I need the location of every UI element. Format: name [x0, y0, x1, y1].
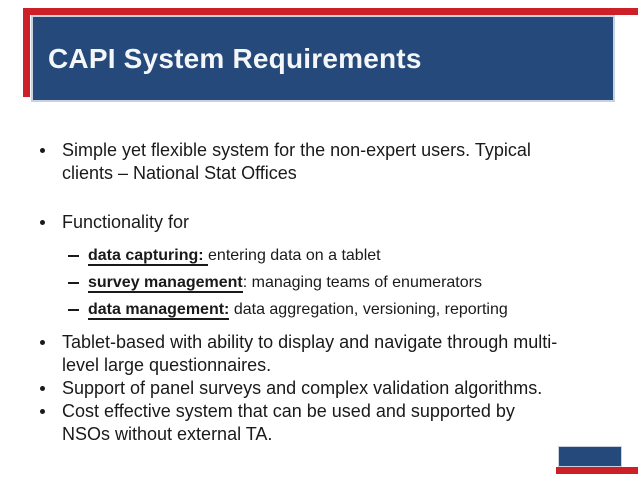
bullet-line: Cost effective system that can be used a…	[62, 401, 515, 421]
bullet-line: clients – National Stat Offices	[62, 163, 297, 183]
bullet-line: Simple yet flexible system for the non-e…	[62, 140, 531, 160]
bullet-dot-icon	[40, 340, 45, 345]
sub-bullet-description: data aggregation, versioning, reporting	[229, 301, 508, 318]
sub-bullet-term: survey management	[88, 274, 243, 293]
dash-icon	[68, 309, 79, 311]
page-title: CAPI System Requirements	[48, 42, 422, 74]
sub-bullet-item: data management: data aggregation, versi…	[38, 296, 616, 323]
sub-bullet-list: data capturing: entering data on a table…	[38, 242, 616, 323]
bottom-right-accent-bar	[556, 467, 638, 474]
sub-bullet-item: survey management: managing teams of enu…	[38, 269, 616, 296]
bullet-item: Functionality for	[38, 211, 616, 234]
sub-bullet-term: data management:	[88, 301, 230, 320]
title-banner: CAPI System Requirements	[31, 15, 615, 102]
bullet-line: NSOs without external TA.	[62, 424, 273, 444]
left-accent-bar	[23, 8, 30, 97]
bottom-right-brand-box	[558, 446, 622, 467]
slide-body: Simple yet flexible system for the non-e…	[38, 139, 616, 446]
bullet-dot-icon	[40, 386, 45, 391]
top-accent-bar	[30, 8, 638, 15]
bullet-item: Support of panel surveys and complex val…	[38, 377, 616, 400]
dash-icon	[68, 255, 79, 257]
dash-icon	[68, 282, 79, 284]
bullet-item: Simple yet flexible system for the non-e…	[38, 139, 616, 185]
bullet-line: level large questionnaires.	[62, 355, 272, 375]
bullet-line: Functionality for	[62, 212, 190, 232]
bullet-line: Support of panel surveys and complex val…	[62, 378, 543, 398]
bullet-line: Tablet-based with ability to display and…	[62, 332, 558, 352]
sub-bullet-description: : managing teams of enumerators	[242, 274, 482, 291]
bullet-item: Tablet-based with ability to display and…	[38, 331, 616, 377]
sub-bullet-item: data capturing: entering data on a table…	[38, 242, 616, 269]
bullet-item: Cost effective system that can be used a…	[38, 400, 616, 446]
bullet-dot-icon	[40, 409, 45, 414]
bullet-dot-icon	[40, 220, 45, 225]
sub-bullet-description: entering data on a tablet	[208, 247, 381, 264]
sub-bullet-term: data capturing:	[88, 247, 209, 266]
bullet-dot-icon	[40, 148, 45, 153]
